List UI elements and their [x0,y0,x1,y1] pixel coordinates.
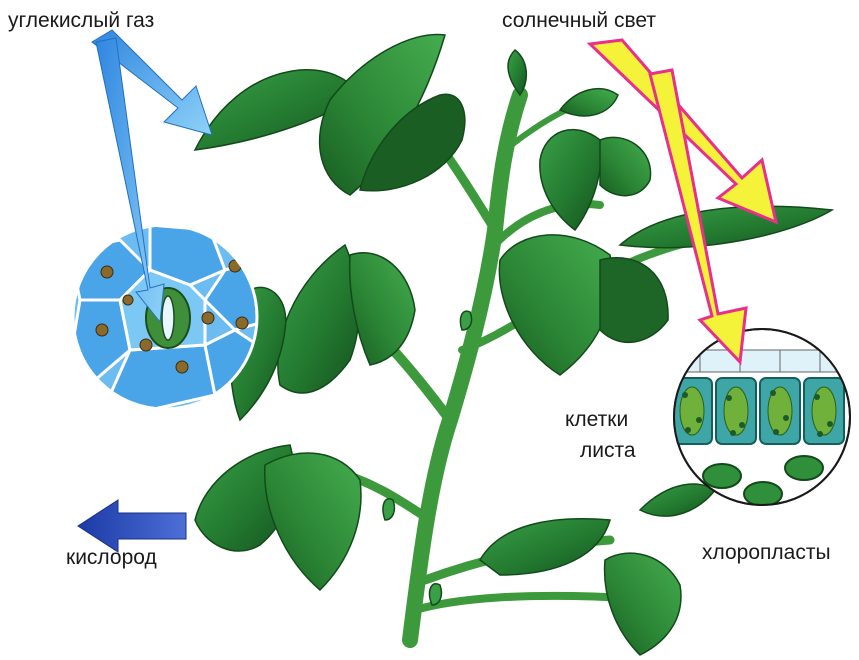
label-sunlight: солнечный свет [502,10,656,31]
leaf-bud-3 [430,584,442,605]
leaf-left-mid-2 [350,253,415,365]
leaf-bud-2 [383,499,394,520]
leaf-mid-large [499,235,612,375]
leaf-right-lower-long [640,484,715,516]
leaf-bud [460,311,471,330]
label-carbon-dioxide: углекислый газ [8,10,154,31]
leaf-top-small [508,50,526,95]
leaf-lower-left-2 [265,453,361,590]
leaf-long-right [620,206,832,247]
label-leaf-cells-line1: клетки [565,409,628,430]
label-leaf-cells-line2: листа [580,440,636,461]
leaf-upper-right-small [560,89,618,116]
leaf-left-mid [278,245,359,393]
oxygen-arrow [78,500,186,552]
leaf-right-pair [600,137,651,195]
leaf-upper-right-pair [540,130,601,230]
leaf-lower-right [480,519,610,575]
leaf-cells-magnified-view [670,329,859,506]
label-chloroplasts: хлоропласты [702,542,831,563]
label-oxygen: кислород [66,547,157,568]
leaf-bottom-right [605,553,681,655]
leaf-mid-large-2 [600,258,668,343]
